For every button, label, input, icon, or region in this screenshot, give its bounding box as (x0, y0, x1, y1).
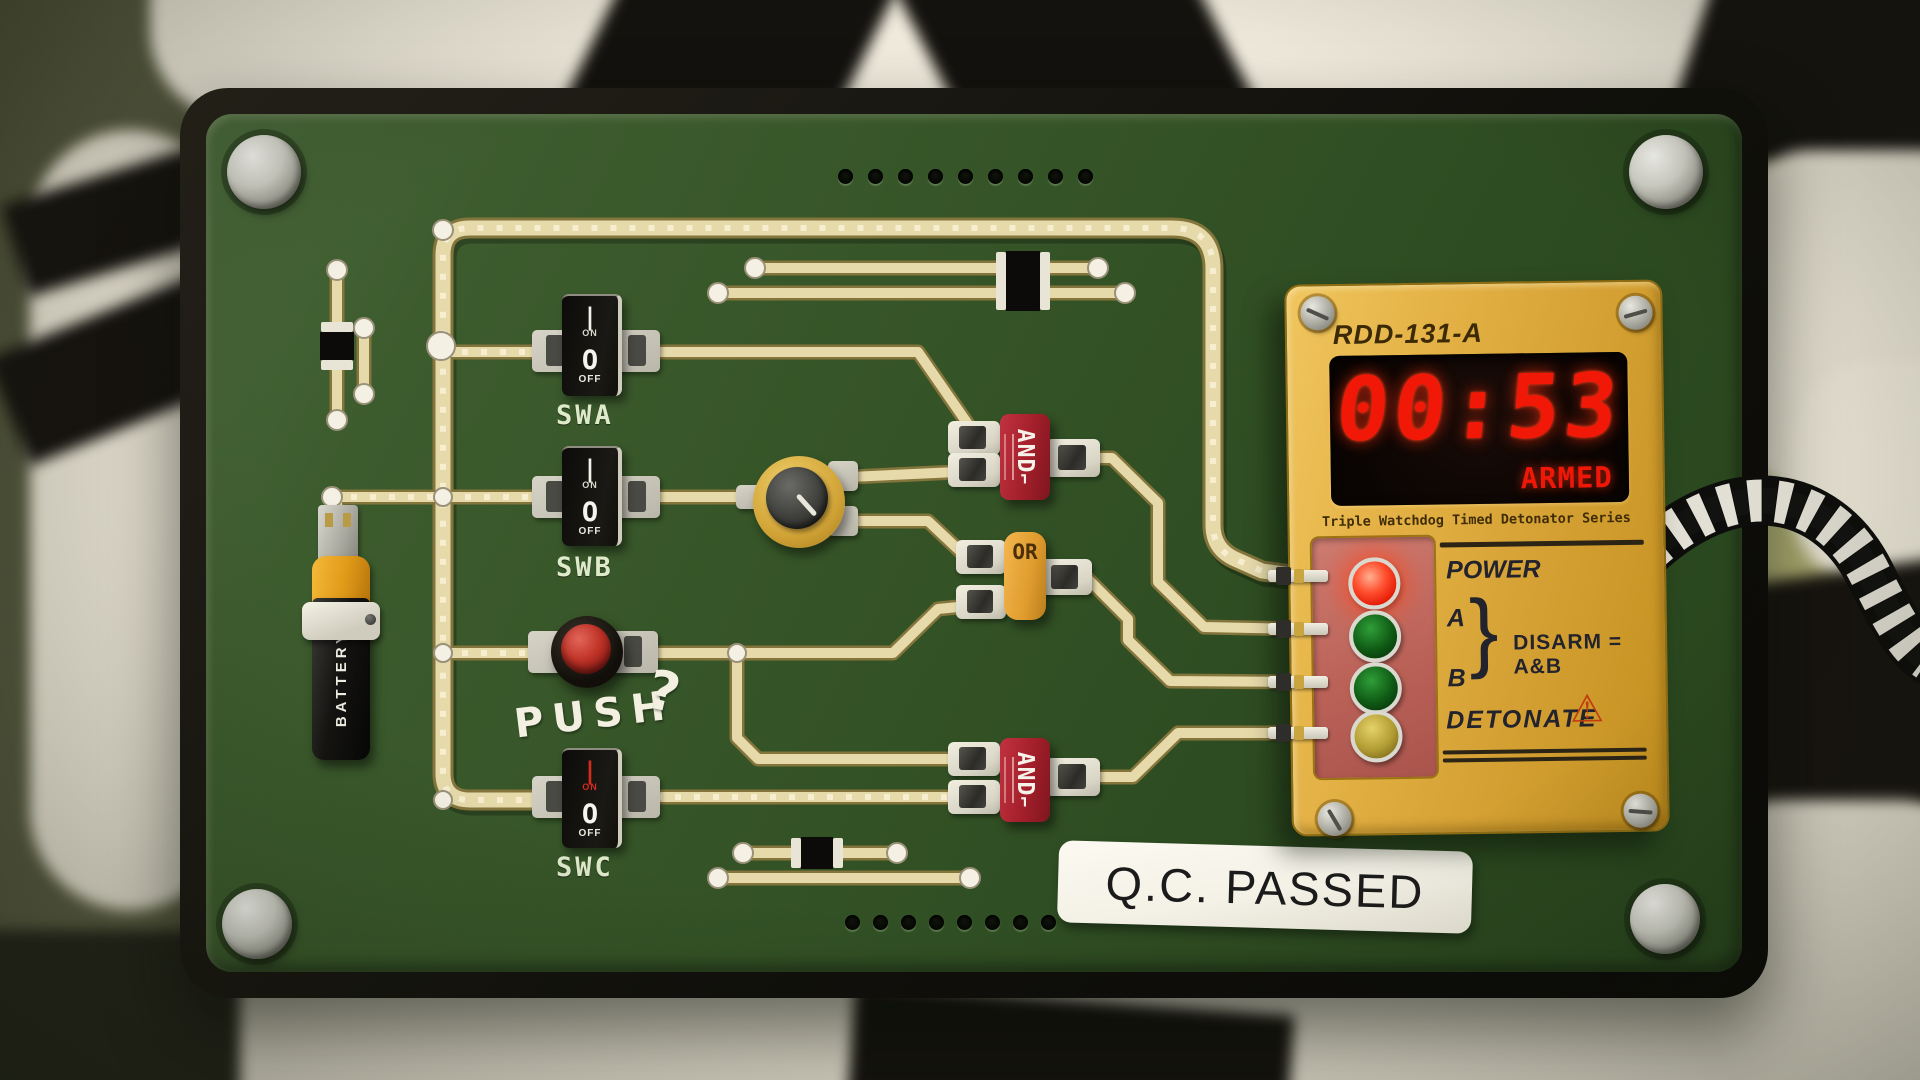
module-screw-tr (1618, 295, 1653, 330)
diode-components (320, 251, 1050, 869)
push-button[interactable] (551, 616, 623, 688)
module-screw-tl (1300, 295, 1335, 331)
corner-screw-bottom-right (1630, 884, 1700, 954)
swc-off-label: OFF (578, 828, 602, 839)
module-pin-a (1268, 620, 1328, 638)
module-series-caption: Triple Watchdog Timed Detonator Series (1321, 509, 1631, 531)
swb-off-label: OFF (578, 526, 602, 537)
and-gate-top: AND⌐ (1000, 414, 1050, 500)
b-label: B (1447, 664, 1466, 693)
trace-fills (327, 220, 1308, 883)
or-output-clamp (1040, 559, 1092, 595)
and1-fine-print (1004, 434, 1014, 480)
countdown-time: 00:53 (1331, 353, 1627, 462)
and1-label: AND (1012, 428, 1038, 474)
swb-silkscreen-label: SWB (556, 552, 614, 583)
disarm-rule-label: DISARM = A&B (1513, 629, 1623, 679)
disarm-brace: } (1468, 580, 1500, 681)
potentiometer-knob[interactable] (766, 467, 828, 529)
or-input-b-clamp (956, 585, 1006, 619)
battery-connector (318, 505, 358, 565)
swa-silkscreen-label: SWA (556, 400, 614, 431)
battery-clamp (302, 602, 380, 640)
and2-input-a-clamp (948, 742, 1000, 776)
qc-passed-text: Q.C. PASSED (1104, 856, 1426, 918)
and-gate-bottom: AND⌐ (1000, 738, 1050, 822)
swa-off-label: OFF (578, 374, 602, 385)
armed-status: ARMED (1520, 460, 1614, 496)
corner-screw-top-left (227, 135, 301, 209)
swc-silkscreen-label: SWC (556, 852, 614, 883)
swa-on-symbol: | (582, 303, 598, 331)
module-pin-detonate (1268, 724, 1328, 742)
and1-logo-icon: ⌐ (1013, 473, 1034, 486)
led-panel (1309, 534, 1440, 781)
b-led (1349, 662, 1403, 715)
module-model-label: RDD-131-A (1332, 317, 1484, 350)
diode-top-2 (996, 278, 1050, 311)
or-label: OR (1012, 540, 1038, 564)
or-input-a-clamp (956, 540, 1006, 574)
push-button-cap (561, 624, 611, 674)
warning-triangle-icon: ⚠ (1569, 688, 1605, 731)
diode-bottom (791, 837, 843, 869)
swc-on-label: ON (582, 782, 598, 792)
potentiometer[interactable] (753, 456, 845, 548)
swa-off-symbol: O (581, 345, 599, 376)
knob-indicator (795, 493, 818, 517)
battery-label: BATTERY (332, 630, 350, 728)
swc-off-symbol: O (581, 799, 599, 830)
solder-pads (321, 219, 1136, 889)
a-led (1348, 610, 1402, 663)
rule-bottom-2 (1442, 755, 1647, 763)
detonator-module: RDD-131-A 00:53 ARMED Triple Watchdog Ti… (1284, 279, 1670, 837)
and2-logo-icon: ⌐ (1013, 796, 1034, 809)
toggle-switch-swc[interactable]: | ON O OFF (562, 748, 622, 848)
module-pin-power (1268, 567, 1328, 585)
swb-on-symbol: | (582, 455, 598, 483)
power-led (1347, 557, 1401, 610)
rule-bottom-1 (1442, 747, 1647, 755)
module-screw-bl (1317, 801, 1352, 837)
corner-screw-bottom-left (222, 889, 292, 959)
and1-input-b-clamp (948, 453, 1000, 487)
toggle-switch-swa[interactable]: | ON O OFF (562, 294, 622, 396)
module-screw-br (1623, 793, 1658, 828)
corner-screw-top-right (1629, 135, 1703, 209)
rule-top (1439, 539, 1644, 548)
and2-fine-print (1004, 757, 1014, 803)
swb-off-symbol: O (581, 497, 599, 528)
swc-on-symbol: | (582, 757, 598, 785)
toggle-switch-swb[interactable]: | ON O OFF (562, 446, 622, 546)
or-gate: OR (1004, 532, 1046, 620)
swa-on-label: ON (582, 328, 598, 338)
and1-output-clamp (1046, 439, 1100, 477)
and2-input-b-clamp (948, 780, 1000, 814)
and2-label: AND (1012, 751, 1038, 797)
timer-display: 00:53 ARMED (1329, 351, 1630, 507)
qc-passed-sticker: Q.C. PASSED (1056, 840, 1474, 934)
a-label: A (1446, 604, 1466, 633)
diode-left (320, 322, 354, 370)
and1-input-a-clamp (948, 421, 1000, 455)
module-pin-b (1268, 673, 1328, 691)
swb-on-label: ON (582, 480, 598, 490)
and2-output-clamp (1046, 758, 1100, 796)
detonate-led (1350, 710, 1403, 763)
